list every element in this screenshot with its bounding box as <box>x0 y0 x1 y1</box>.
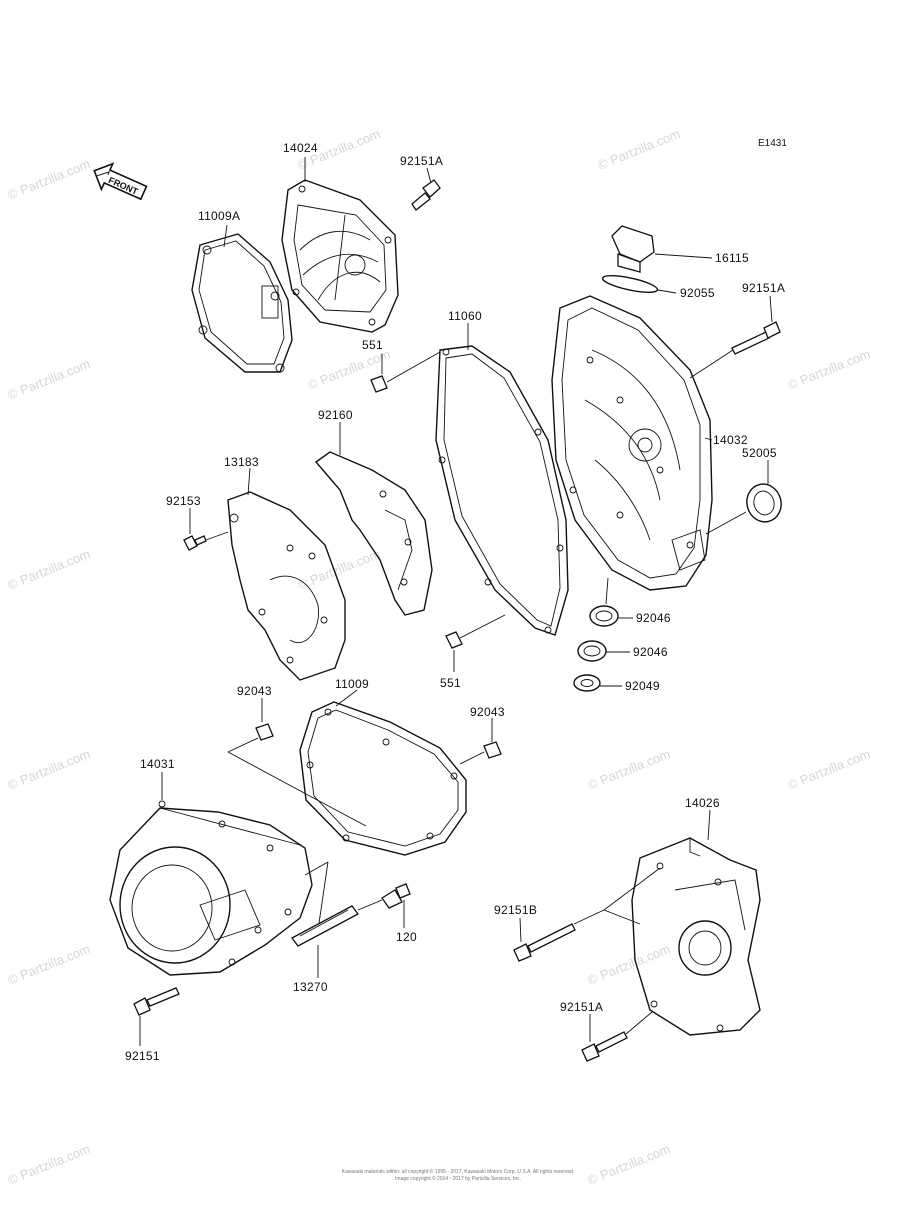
bearing-92046-b <box>577 640 607 662</box>
watermark: © Partzilla.com <box>296 546 383 593</box>
washer-92049 <box>573 674 601 692</box>
bolt-92151A-bottom <box>581 1031 628 1062</box>
label-92151: 92151 <box>125 1049 160 1063</box>
watermark: © Partzilla.com <box>586 1141 673 1188</box>
label-92046-a: 92046 <box>636 611 671 625</box>
plate-92160 <box>314 451 433 616</box>
watermark: © Partzilla.com <box>786 346 873 393</box>
label-92043-right: 92043 <box>470 705 505 719</box>
label-551-bottom: 551 <box>440 676 461 690</box>
watermark: © Partzilla.com <box>6 156 93 203</box>
label-551-top: 551 <box>362 338 383 352</box>
label-16115: 16115 <box>715 251 749 265</box>
watermark: © Partzilla.com <box>596 126 683 173</box>
label-11009A: 11009A <box>198 209 240 223</box>
label-14032: 14032 <box>713 433 748 447</box>
label-92049: 92049 <box>625 679 660 693</box>
watermark: © Partzilla.com <box>586 941 673 988</box>
clip-13270 <box>291 905 359 947</box>
label-92151A-top: 92151A <box>400 154 443 168</box>
label-92151A-bottom: 92151A <box>560 1000 603 1014</box>
plate-13183 <box>227 491 346 681</box>
label-92043-left: 92043 <box>237 684 272 698</box>
label-92153: 92153 <box>166 494 201 508</box>
watermark: © Partzilla.com <box>6 356 93 403</box>
label-11060: 11060 <box>448 309 482 323</box>
dowel-92043-right <box>483 741 502 759</box>
screw-92153 <box>183 535 207 551</box>
gasket-11060 <box>435 345 569 636</box>
label-92046-b: 92046 <box>633 645 668 659</box>
bolt-92151A-right <box>731 321 781 355</box>
bolt-92151A-top <box>411 179 441 211</box>
watermark: © Partzilla.com <box>786 746 873 793</box>
footer-copyright: Kawasaki materials within: all copyright… <box>342 1168 575 1175</box>
label-92160: 92160 <box>318 408 353 422</box>
bolt-92151B <box>513 923 576 962</box>
label-120: 120 <box>396 930 417 944</box>
watermark: © Partzilla.com <box>6 941 93 988</box>
diagram-code: E1431 <box>758 138 787 149</box>
cap-16115 <box>611 225 655 273</box>
bolt-92151 <box>133 987 180 1016</box>
dowel-551-bottom <box>445 631 463 649</box>
dowel-92043-left <box>255 723 274 741</box>
seal-52005 <box>746 483 782 523</box>
sprocket-cover-14026 <box>631 837 761 1036</box>
label-14031: 14031 <box>140 757 175 771</box>
watermark: © Partzilla.com <box>6 1141 93 1188</box>
watermark: © Partzilla.com <box>586 746 673 793</box>
label-14024: 14024 <box>283 141 318 155</box>
screw-120 <box>381 883 411 909</box>
label-52005: 52005 <box>742 446 777 460</box>
oring-92055 <box>601 275 659 293</box>
gasket-11009A <box>191 233 293 373</box>
label-92151B: 92151B <box>494 903 537 917</box>
label-11009: 11009 <box>335 677 369 691</box>
footer-image-copyright: Image copyright © 2014 - 2017 by Partzil… <box>395 1175 521 1182</box>
watermark: © Partzilla.com <box>6 746 93 793</box>
label-92151A-right: 92151A <box>742 281 785 295</box>
front-arrow-icon: FRONT <box>93 162 148 201</box>
bearing-92046-a <box>589 605 619 627</box>
generator-cover-14031 <box>109 800 313 976</box>
watermark: © Partzilla.com <box>6 546 93 593</box>
clutch-cover-14032 <box>551 295 713 591</box>
cover-14024 <box>281 179 399 333</box>
label-13270: 13270 <box>293 980 328 994</box>
dowel-551-top <box>370 375 388 393</box>
label-13183: 13183 <box>224 455 259 469</box>
label-14026: 14026 <box>685 796 720 810</box>
label-92055: 92055 <box>680 286 715 300</box>
gasket-11009 <box>299 701 467 856</box>
